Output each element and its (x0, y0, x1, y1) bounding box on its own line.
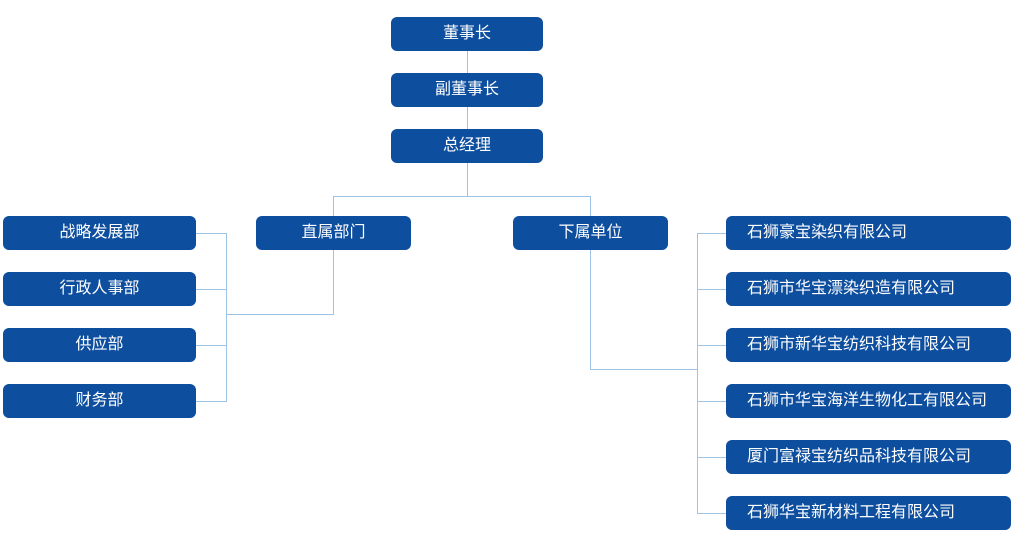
connector-subordinate-units-down (590, 250, 591, 369)
connector-generalmanager-split (467, 163, 468, 196)
connector-split-to-subordinate-units (590, 196, 591, 216)
connector-chairman-vicechairman (467, 51, 468, 73)
org-node-department: 行政人事部 (3, 272, 196, 306)
connector-stub-company-0 (697, 233, 726, 234)
org-node-subordinate-units: 下属单位 (513, 216, 668, 250)
connector-stub-company-3 (697, 401, 726, 402)
org-node-company: 石狮市新华宝纺织科技有限公司 (726, 328, 1011, 362)
org-node-company: 石狮豪宝染织有限公司 (726, 216, 1011, 250)
org-node-general-manager: 总经理 (391, 129, 543, 163)
org-node-company: 石狮市华宝漂染织造有限公司 (726, 272, 1011, 306)
connector-direct-departments-down (333, 250, 334, 314)
connector-stub-company-4 (697, 457, 726, 458)
connector-stub-department-2 (196, 345, 226, 346)
connector-stub-department-0 (196, 233, 226, 234)
connector-split-horizontal (333, 196, 591, 197)
connector-stub-department-3 (196, 401, 226, 402)
connector-vicechairman-generalmanager (467, 107, 468, 129)
org-node-department: 财务部 (3, 384, 196, 418)
connector-right-spine (697, 233, 698, 514)
org-node-company: 厦门富禄宝纺织品科技有限公司 (726, 440, 1011, 474)
org-node-direct-departments: 直属部门 (256, 216, 411, 250)
connector-stub-department-1 (196, 289, 226, 290)
connector-left-spine (226, 233, 227, 402)
connector-stub-company-1 (697, 289, 726, 290)
org-node-department: 供应部 (3, 328, 196, 362)
connector-left-branch-horizontal (226, 314, 334, 315)
org-node-vice-chairman: 副董事长 (391, 73, 543, 107)
org-node-department: 战略发展部 (3, 216, 196, 250)
connector-split-to-direct-departments (333, 196, 334, 216)
org-node-chairman: 董事长 (391, 17, 543, 51)
org-node-company: 石狮市华宝海洋生物化工有限公司 (726, 384, 1011, 418)
connector-right-branch-horizontal (590, 369, 698, 370)
connector-stub-company-2 (697, 345, 726, 346)
org-node-company: 石狮华宝新材料工程有限公司 (726, 496, 1011, 530)
connector-stub-company-5 (697, 513, 726, 514)
